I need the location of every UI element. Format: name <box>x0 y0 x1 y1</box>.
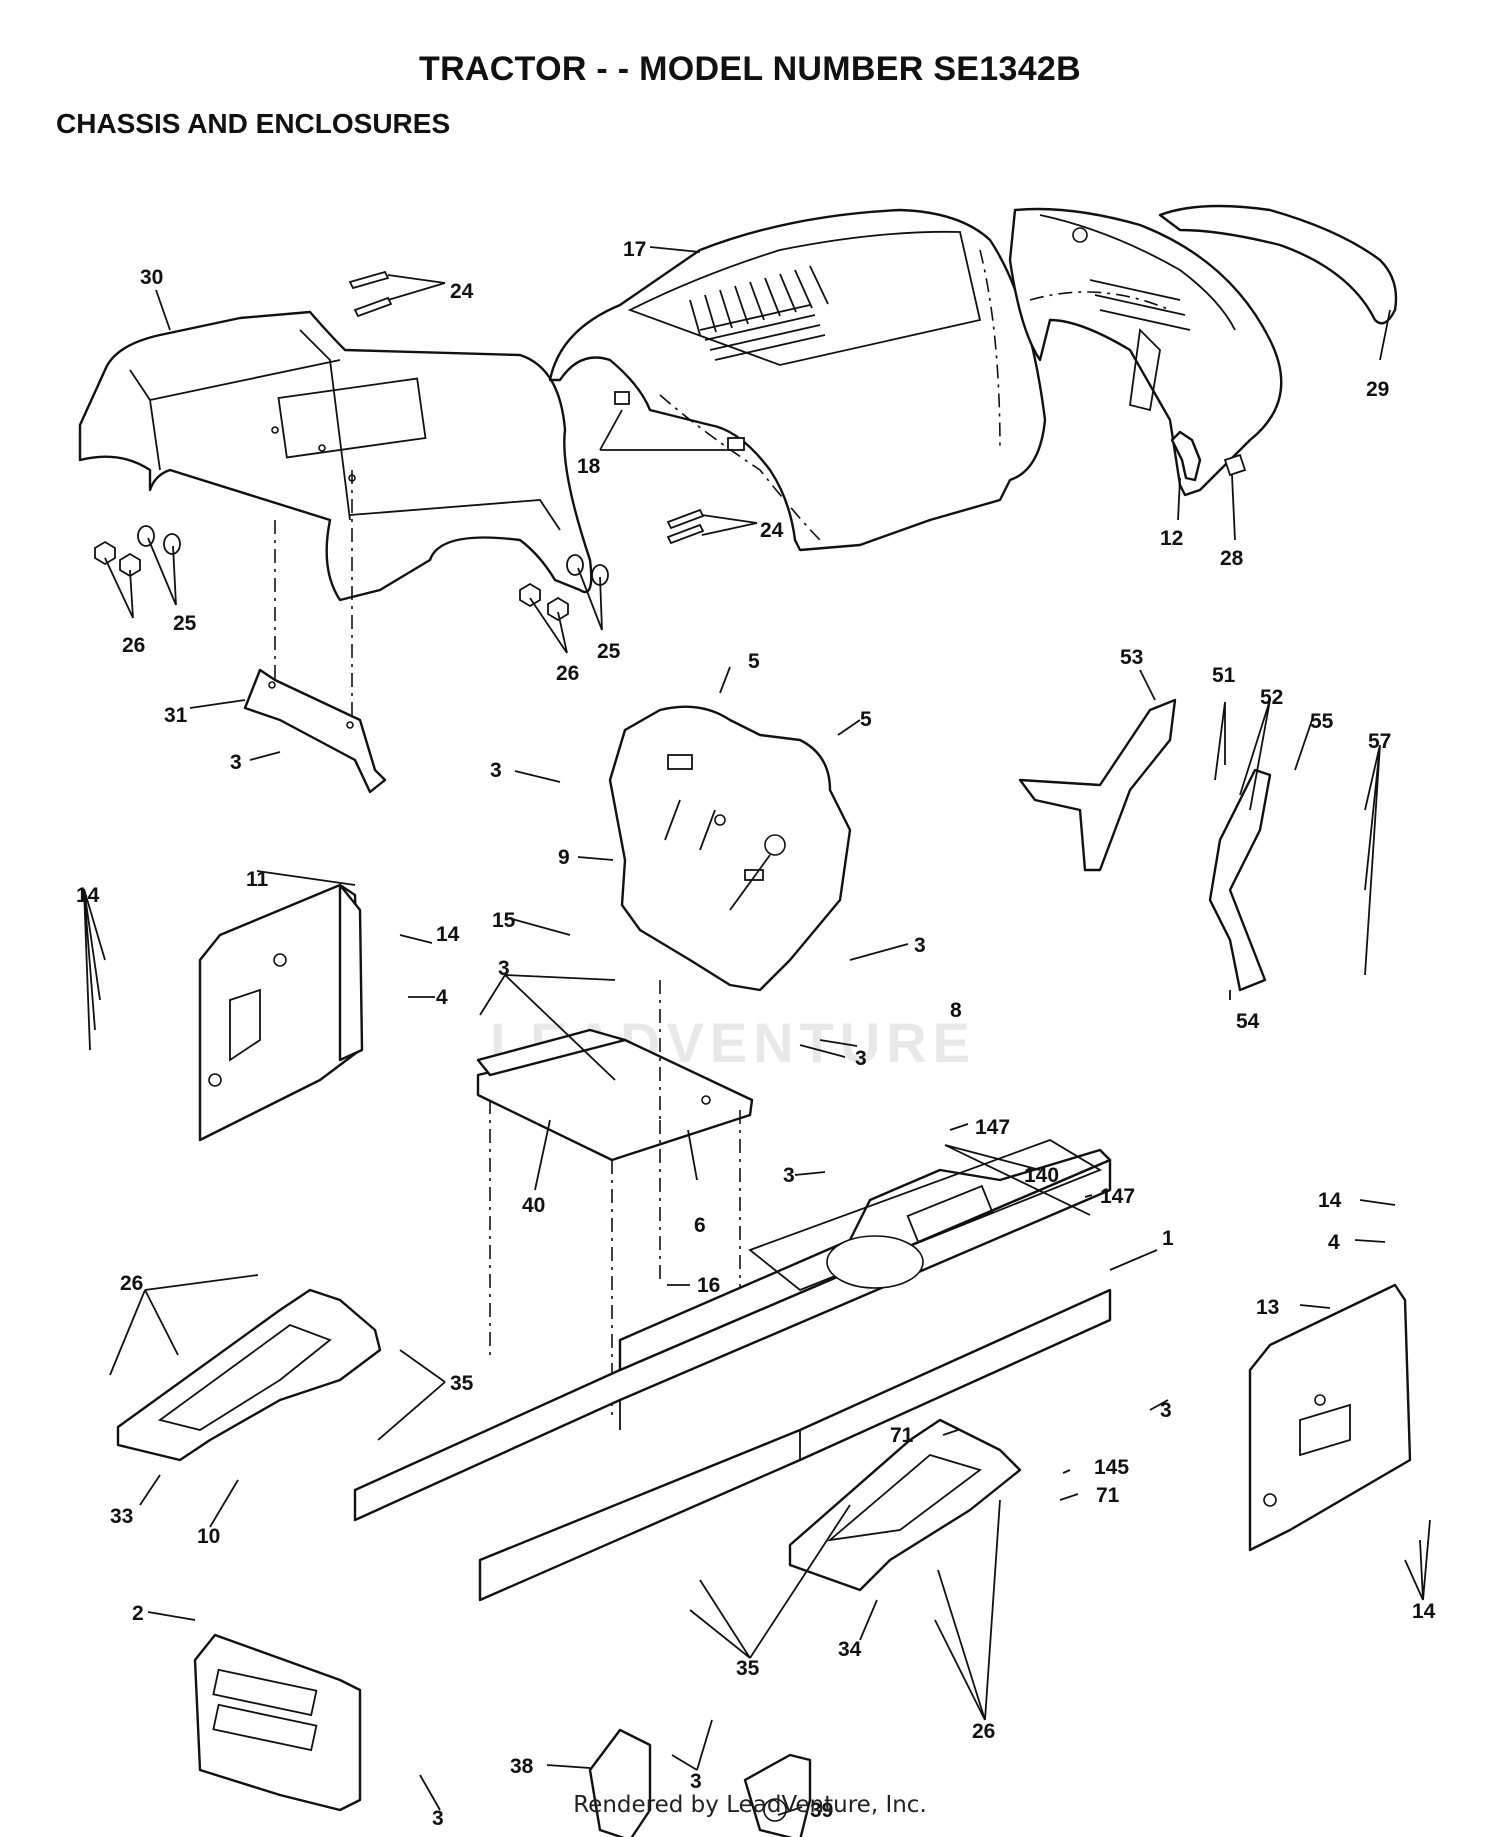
callout-40: 40 <box>522 1194 545 1217</box>
callout-28: 28 <box>1220 547 1244 570</box>
callout-35: 35 <box>450 1372 474 1395</box>
callout-14: 14 <box>1318 1189 1342 1212</box>
callout-11: 11 <box>246 868 269 891</box>
callout-30: 30 <box>140 266 163 289</box>
callout-4: 4 <box>436 986 448 1009</box>
part-front-bracket <box>193 1633 362 1812</box>
callout-4: 4 <box>1328 1231 1340 1254</box>
callout-26: 26 <box>972 1720 995 1743</box>
callout-26: 26 <box>120 1272 143 1295</box>
callout-57: 57 <box>1368 730 1391 753</box>
part-hood <box>548 208 1047 552</box>
part-grille-insert <box>1158 204 1398 325</box>
callout-3: 3 <box>432 1807 444 1830</box>
part-left-footrest <box>116 1288 382 1462</box>
callout-8: 8 <box>950 999 962 1022</box>
part-right-side-panel <box>1248 1283 1412 1552</box>
callout-3: 3 <box>230 751 242 774</box>
callout-16: 16 <box>697 1274 720 1297</box>
callout-34: 34 <box>838 1638 862 1661</box>
callout-14: 14 <box>76 884 100 907</box>
diagram-title: TRACTOR - - MODEL NUMBER SE1342B <box>419 50 1081 88</box>
callout-25: 25 <box>173 612 197 635</box>
callout-71: 71 <box>890 1424 914 1447</box>
callout-3: 3 <box>1160 1399 1172 1422</box>
callout-3: 3 <box>690 1770 702 1793</box>
callout-5: 5 <box>860 708 872 731</box>
callout-55: 55 <box>1310 710 1334 733</box>
callout-39: 39 <box>810 1799 833 1822</box>
part-hood-bracket <box>1170 430 1202 482</box>
callout-54: 54 <box>1236 1010 1260 1033</box>
callout-labels: 30 24 17 29 18 24 12 28 25 26 25 26 31 3… <box>76 238 1436 1830</box>
part-grille <box>1008 207 1283 497</box>
callout-24: 24 <box>450 280 474 303</box>
assembly-lines-plate <box>489 980 741 1420</box>
callout-35: 35 <box>736 1657 760 1680</box>
part-brackets-38-39 <box>588 1728 812 1837</box>
callout-24: 24 <box>760 519 784 542</box>
callout-147: 147 <box>1100 1185 1135 1208</box>
callout-26: 26 <box>122 634 145 657</box>
part-fender-bracket <box>243 470 387 794</box>
callout-31: 31 <box>164 704 188 727</box>
callout-53: 53 <box>1120 646 1143 669</box>
callout-140: 140 <box>1024 1164 1059 1187</box>
callout-6: 6 <box>694 1214 706 1237</box>
callout-25: 25 <box>597 640 621 663</box>
callout-14: 14 <box>1412 1600 1436 1623</box>
callout-3: 3 <box>914 934 926 957</box>
callout-71: 71 <box>1096 1484 1120 1507</box>
callout-18: 18 <box>577 455 601 478</box>
callout-15: 15 <box>492 909 516 932</box>
callout-29: 29 <box>1366 378 1389 401</box>
callout-3: 3 <box>498 957 510 980</box>
callout-52: 52 <box>1260 686 1283 709</box>
callout-12: 12 <box>1160 527 1183 550</box>
callout-13: 13 <box>1256 1296 1279 1319</box>
callout-33: 33 <box>110 1505 133 1528</box>
callout-3: 3 <box>490 759 502 782</box>
hardware-bolts-24 <box>348 270 705 545</box>
part-main-frame <box>353 1139 1112 1602</box>
callout-14: 14 <box>436 923 460 946</box>
callout-38: 38 <box>510 1755 534 1778</box>
callout-1: 1 <box>1162 1227 1174 1250</box>
callout-51: 51 <box>1212 664 1236 687</box>
part-dash-panel <box>608 705 852 992</box>
callout-9: 9 <box>558 846 570 869</box>
hardware-nuts-washers-left <box>94 525 609 622</box>
leader-lines <box>83 246 1431 1816</box>
callout-26: 26 <box>556 662 579 685</box>
callout-145: 145 <box>1094 1456 1129 1479</box>
callout-3: 3 <box>783 1164 795 1187</box>
callout-3: 3 <box>855 1047 867 1070</box>
part-left-side-panel <box>198 883 364 1142</box>
section-title: CHASSIS AND ENCLOSURES <box>56 108 451 139</box>
callout-147: 147 <box>975 1116 1010 1139</box>
callout-2: 2 <box>132 1602 144 1625</box>
callout-5: 5 <box>748 650 760 673</box>
callout-17: 17 <box>623 238 646 261</box>
part-support-plate <box>476 1028 754 1162</box>
part-side-brackets-53-55 <box>1018 698 1272 992</box>
footer-credit: Rendered by LeadVenture, Inc. <box>573 1792 927 1818</box>
callout-10: 10 <box>197 1525 220 1548</box>
part-right-footrest <box>788 1418 1022 1592</box>
